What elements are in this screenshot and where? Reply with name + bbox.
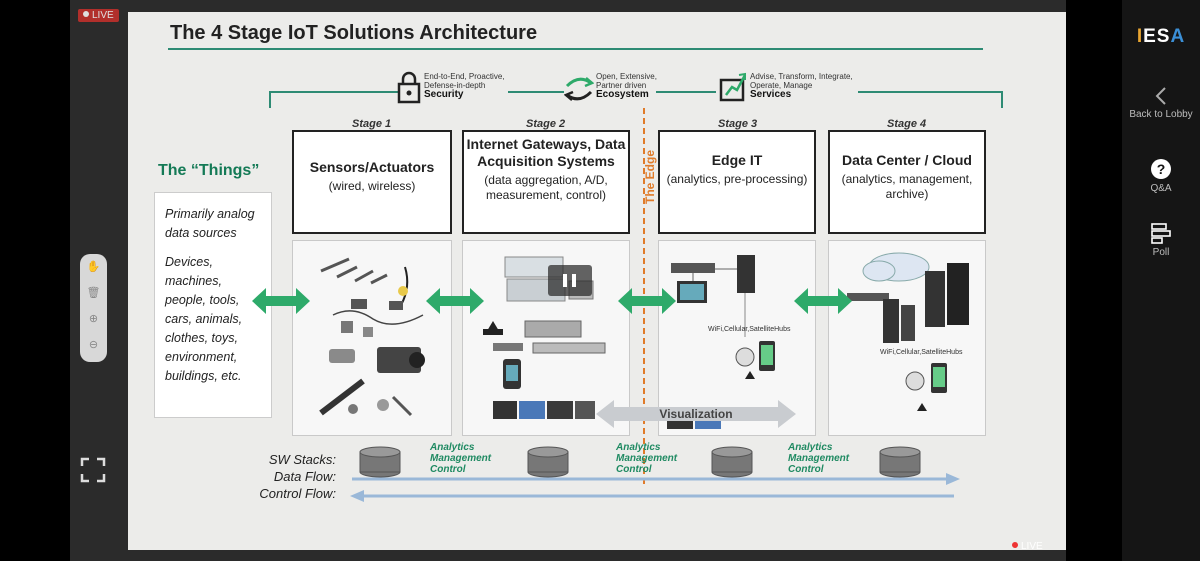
stage4-image-panel — [828, 240, 986, 436]
management-label-3: Management — [788, 453, 850, 464]
visualization-label: Visualization — [659, 407, 733, 421]
qa-button[interactable]: ? Q&A — [1122, 158, 1200, 194]
stage3-box: Edge IT (analytics, pre-processing) — [658, 130, 816, 234]
things-line1: Primarily analog data sources — [165, 207, 255, 240]
wifi-label-stage3: WiFi,Cellular,SatelliteHubs — [708, 326, 791, 333]
stage4-box: Data Center / Cloud (analytics, manageme… — [828, 130, 986, 234]
stage3-label: Stage 3 — [718, 118, 758, 130]
pause-button[interactable] — [548, 265, 592, 296]
live-badge-top: LIVE — [78, 9, 119, 22]
trash-icon[interactable]: 🗑 — [86, 287, 101, 299]
ecosystem-desc: Open, Extensive, Partner driven — [596, 72, 657, 90]
management-label-2: Management — [616, 453, 678, 464]
qa-label: Q&A — [1150, 183, 1172, 194]
sensor-devices-illustration — [319, 257, 425, 417]
lock-icon — [397, 71, 421, 104]
title-underline — [168, 48, 983, 50]
stage1-label: Stage 1 — [352, 118, 392, 130]
stage4-subtitle: (analytics, management, archive) — [841, 172, 973, 201]
gateway-devices-illustration — [483, 256, 606, 419]
stage1-subtitle: (wired, wireless) — [328, 179, 416, 193]
stage1-title: Sensors/Actuators — [309, 159, 435, 175]
stage1-box: Sensors/Actuators (wired, wireless) — [292, 130, 452, 234]
analytics-label-3: Analytics — [788, 442, 833, 453]
security-desc: End-to-End, Proactive, Defense-in-depth — [424, 72, 505, 90]
iesa-logo: IESA — [1136, 26, 1186, 47]
double-arrow-1 — [252, 288, 310, 314]
zoom-out-icon[interactable]: ⊖ — [88, 339, 99, 351]
services-label: Services — [750, 89, 792, 100]
services-desc: Advise, Transform, Integrate, Operate, M… — [750, 72, 853, 90]
ecosystem-arrows-icon — [564, 77, 594, 101]
stage4-title: Data Center / Cloud — [842, 152, 972, 168]
live-badge-bottom: LIVE — [1012, 541, 1043, 552]
things-title: The “Things” — [158, 162, 260, 179]
back-to-lobby-label: Back to Lobby — [1129, 109, 1193, 120]
stage2-image-panel — [462, 240, 630, 436]
stage2-title: Internet Gateways, Data Acquisition Syst… — [466, 136, 626, 169]
slide: The 4 Stage IoT Solutions Architecture E… — [128, 12, 1066, 550]
svg-text:?: ? — [1157, 161, 1166, 177]
double-arrow-3 — [618, 288, 676, 314]
stage3-subtitle: (analytics, pre-processing) — [666, 172, 808, 186]
control-label-1: Control — [430, 464, 466, 475]
poll-label: Poll — [1152, 247, 1170, 258]
security-label: Security — [424, 89, 464, 100]
hand-tool-icon[interactable]: ✋ — [86, 261, 101, 273]
stage2-label: Stage 2 — [526, 118, 566, 130]
chevron-left-icon — [1155, 87, 1166, 105]
zoom-controls: ✋ 🗑 ⊕ ⊖ — [80, 254, 107, 362]
question-icon: ? — [1151, 159, 1171, 179]
analytics-label-1: Analytics — [430, 442, 475, 453]
wifi-label-stage4: WiFi,Cellular,SatelliteHubs — [880, 349, 963, 356]
things-line2: Devices, machines, people, tools, cars, … — [165, 255, 243, 383]
ecosystem-label: Ecosystem — [596, 89, 649, 100]
pause-icon — [563, 274, 567, 287]
sw-stacks-and-flows — [350, 446, 960, 502]
presentation-stage: The 4 Stage IoT Solutions Architecture E… — [70, 0, 1066, 561]
things-box: Primarily analog data sources Devices, m… — [154, 192, 272, 418]
visualization-arrow — [596, 400, 796, 428]
poll-button[interactable]: Poll — [1122, 222, 1200, 258]
double-arrow-4 — [794, 288, 852, 314]
stage1-image-panel — [292, 240, 452, 436]
data-flow-label: Data Flow: — [273, 469, 336, 484]
services-chart-icon — [719, 72, 747, 102]
analytics-label-2: Analytics — [616, 442, 661, 453]
fullscreen-icon[interactable] — [80, 457, 106, 483]
poll-icon — [1151, 223, 1171, 244]
stage3-title: Edge IT — [711, 152, 763, 168]
back-to-lobby-button[interactable]: Back to Lobby — [1122, 86, 1200, 120]
control-label-3: Control — [788, 464, 824, 475]
double-arrow-2 — [426, 288, 484, 314]
zoom-in-icon[interactable]: ⊕ — [88, 313, 99, 325]
edge-label: The Edge — [643, 149, 657, 204]
stage2-box: Internet Gateways, Data Acquisition Syst… — [462, 130, 630, 234]
stage2-subtitle: (data aggregation, A/D, measurement, con… — [484, 173, 608, 202]
slide-title: The 4 Stage IoT Solutions Architecture — [170, 22, 538, 44]
control-flow-label: Control Flow: — [259, 486, 336, 501]
control-label-2: Control — [616, 464, 652, 475]
sidebar: IESA Back to Lobby ? Q&A Poll — [1122, 0, 1200, 561]
stage3-image-panel — [658, 240, 816, 436]
management-label-1: Management — [430, 453, 492, 464]
datacenter-cloud-illustration — [847, 252, 969, 411]
sw-stacks-label: SW Stacks: — [268, 452, 336, 467]
stage4-label: Stage 4 — [887, 118, 927, 130]
top-bracket — [269, 91, 1003, 108]
